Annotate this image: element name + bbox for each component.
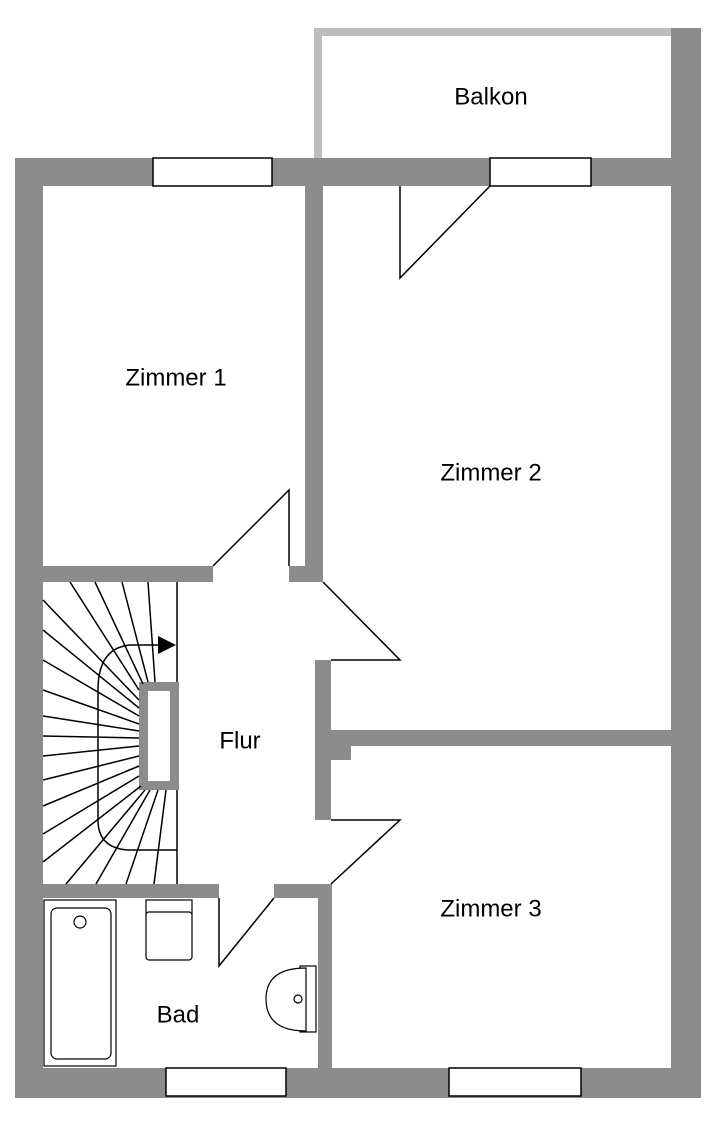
door-bad [218,897,275,969]
sink-drain [293,994,303,1004]
exterior-walls [15,28,701,1098]
window-zimmer3 [448,1067,582,1097]
doors [212,185,491,969]
stair-walk-line [97,644,177,851]
door-zimmer3 [330,819,402,885]
label-balkon: Balkon [454,83,527,110]
label-flur: Flur [219,727,260,754]
door-zimmer2 [322,581,402,661]
window-bad [165,1067,287,1097]
door-balkon [399,185,491,280]
label-bad: Bad [157,1001,200,1028]
sink [265,967,307,1032]
stair-arrow-icon [158,636,176,654]
bathtub-drain [73,915,87,929]
stair-treads [42,581,167,885]
toilet-bowl [145,911,193,961]
bathroom-fixtures [43,899,317,1067]
label-zimmer3: Zimmer 3 [440,895,541,922]
window-zimmer1 [152,157,273,187]
balcony-railing [314,28,676,158]
label-zimmer2: Zimmer 2 [440,459,541,486]
windows [152,157,592,1097]
label-zimmer1: Zimmer 1 [125,364,226,391]
door-zimmer1 [212,488,290,567]
interior-walls [43,186,671,1068]
window-zimmer2 [489,157,592,187]
room-labels: Balkon Zimmer 1 Zimmer 2 Flur Zimmer 3 B… [125,83,541,1028]
staircase [42,581,179,885]
